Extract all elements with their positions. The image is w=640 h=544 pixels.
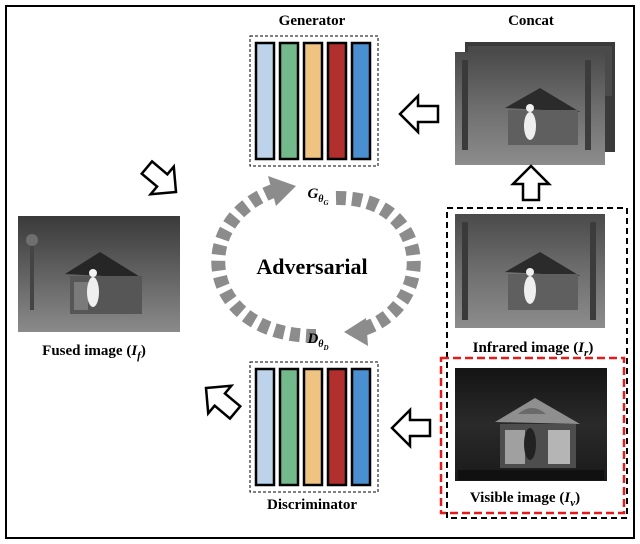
discriminator-network [249, 361, 379, 493]
concat-image-stack [455, 42, 615, 165]
discriminator-layers [254, 367, 372, 487]
ir-group-dashed-box [446, 207, 628, 519]
discriminator-symbol: DθD [306, 331, 328, 352]
infrared-image [455, 214, 605, 328]
concat-title: Concat [508, 13, 554, 29]
discriminator-dashed-box [249, 361, 379, 493]
adversarial-cycle: Adversarial GθG DθD [211, 176, 421, 352]
discriminator-layer-3 [302, 367, 324, 487]
generator-network [249, 35, 379, 167]
fused-image-caption: Fused image (If) [42, 343, 146, 362]
generator-layers [254, 41, 372, 161]
discriminator-layer-1 [254, 367, 276, 487]
cycle-arrow-right [335, 190, 421, 337]
generator-layer-4 [326, 41, 348, 161]
visible-red-dashed-box [439, 356, 626, 515]
discriminator-title: Discriminator [267, 497, 357, 513]
generator-layer-2 [278, 41, 300, 161]
arrow-fused-to-discriminator [204, 384, 243, 421]
generator-layer-5 [350, 41, 372, 161]
generator-title: Generator [279, 13, 346, 29]
visible-image-caption: Visible image (Iv) [470, 490, 580, 509]
discriminator-layer-2 [278, 367, 300, 487]
generator-symbol: GθG [307, 186, 328, 207]
fused-image [18, 216, 180, 332]
visible-image [455, 368, 607, 481]
generator-layer-1 [254, 41, 276, 161]
discriminator-layer-5 [350, 367, 372, 487]
arrow-concat-to-generator [398, 92, 440, 136]
discriminator-layer-4 [326, 367, 348, 487]
generator-dashed-box [249, 35, 379, 167]
arrow-visible-to-discriminator [390, 406, 432, 450]
arrow-generator-to-fused [139, 159, 178, 196]
infrared-image-caption: Infrared image (Ir) [473, 340, 594, 359]
generator-layer-3 [302, 41, 324, 161]
arrow-infrared-to-concat [509, 164, 553, 202]
cycle-arrow-left [211, 183, 317, 343]
outer-frame [5, 5, 635, 539]
adversarial-label: Adversarial [256, 254, 367, 279]
